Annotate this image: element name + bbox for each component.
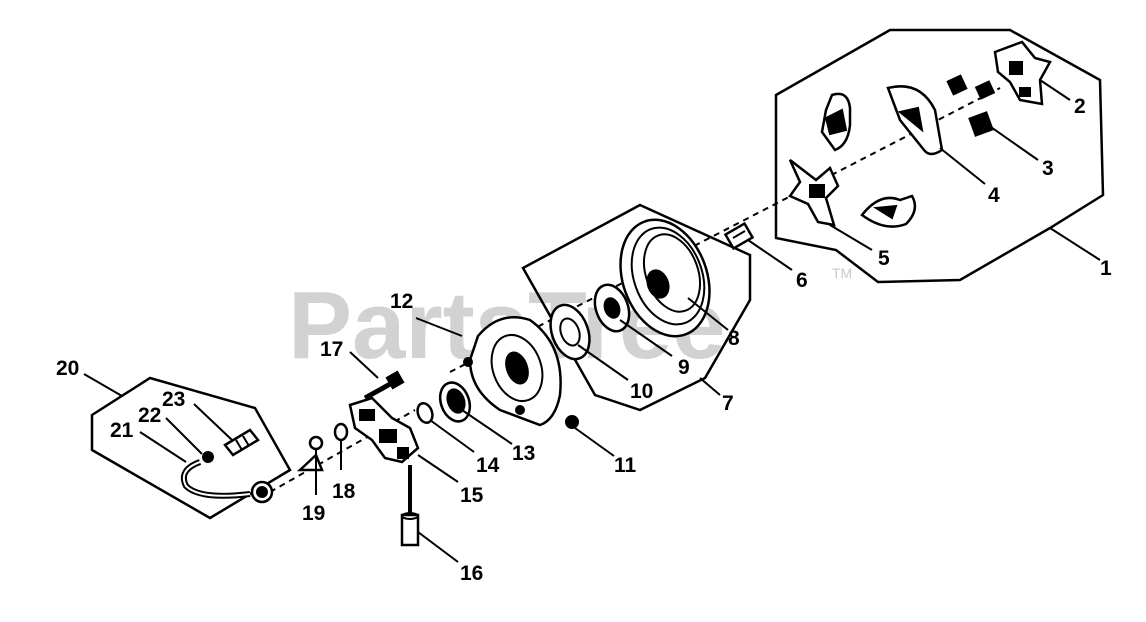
callout-9: 9 [678,356,690,379]
leader-lines [83,79,1101,563]
part-16-oil-filter [400,465,420,547]
assembly-box-7 [521,203,752,412]
part-14-washer [416,402,434,424]
callout-22: 22 [138,404,161,427]
part-13-bearing [438,381,472,423]
part-15-oil-pump [348,396,420,464]
callout-19: 19 [302,502,325,525]
callout-13: 13 [512,442,535,465]
callout-11: 11 [614,454,637,477]
lower-axis-line [269,409,416,493]
callout-8: 8 [728,327,740,350]
part-11-screw [565,415,579,429]
part-5-clutch-spider [788,159,840,227]
part-12-clutch-housing [463,316,562,427]
callout-18: 18 [332,480,356,503]
part-19-fitting [296,435,324,472]
center-axis-line [449,87,1001,373]
callout-12: 12 [390,290,413,313]
callout-23: 23 [162,388,185,411]
watermark-trademark: TM [832,265,852,281]
callout-4: 4 [988,184,1000,207]
callout-21: 21 [110,419,134,442]
part-clutch-shoe-left [820,92,852,152]
callout-5: 5 [878,247,890,270]
part-small-pin [974,80,996,100]
part-18-ring [333,422,349,442]
callout-20: 20 [56,357,79,380]
part-8-clutch-drum [619,218,711,338]
part-4-clutch-shoe [886,85,944,156]
part-21-oil-hose [180,459,251,499]
callout-15: 15 [460,484,484,507]
part-clutch-shoe-bottom [860,194,917,228]
callout-1: 1 [1100,257,1112,280]
part-23-check-valve [223,428,260,457]
callout-7: 7 [722,392,734,415]
part-2-clutch-shoe [993,40,1052,106]
part-6-nut [723,221,755,251]
callout-16: 16 [460,562,483,585]
part-20-hose-connector [250,480,274,504]
part-3-spring [968,111,994,137]
callout-6: 6 [796,269,808,292]
callout-3: 3 [1042,157,1054,180]
part-small-spring [946,74,968,96]
callout-14: 14 [476,454,500,477]
assembly-box-20 [90,376,292,520]
assembly-box-1 [774,28,1105,284]
part-22-ring [202,451,214,463]
callout-17: 17 [320,338,343,361]
part-17-bolt [363,370,405,401]
callout-2: 2 [1074,95,1086,118]
callout-10: 10 [630,380,653,403]
